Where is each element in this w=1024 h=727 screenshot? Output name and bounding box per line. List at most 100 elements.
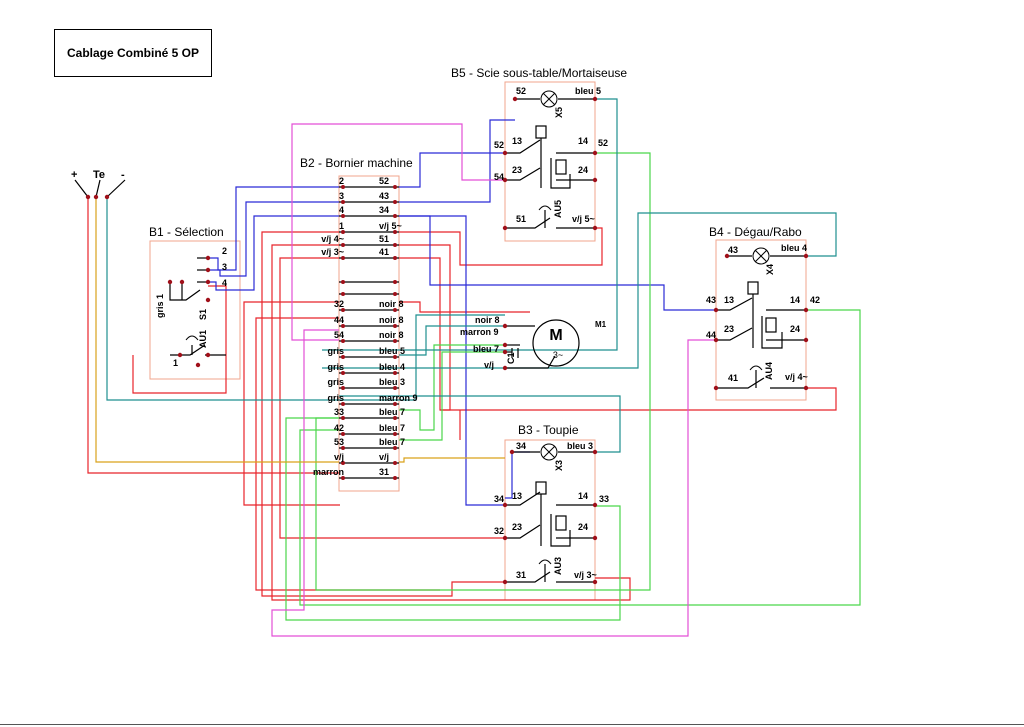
b2-left-label: gris bbox=[327, 346, 344, 356]
b2-outline bbox=[338, 175, 400, 492]
b2-left-label: 32 bbox=[334, 299, 344, 309]
b5-x5: X5 bbox=[554, 107, 564, 118]
b4-t14: 14 bbox=[790, 295, 800, 305]
b4-t44: 44 bbox=[706, 330, 716, 340]
page-bottom-border bbox=[0, 724, 1024, 725]
b5-outline bbox=[504, 81, 596, 242]
b5-t52r: 52 bbox=[598, 138, 608, 148]
b4-vj4: v/j 4~ bbox=[785, 372, 808, 382]
b4-bleu4: bleu 4 bbox=[781, 243, 807, 253]
lamp-x3-icon bbox=[540, 443, 558, 461]
motor-wire-vj: v/j bbox=[484, 360, 494, 370]
b1-t2: 2 bbox=[222, 246, 227, 256]
b2-left-label: v/j 4~ bbox=[321, 234, 344, 244]
b5-t13: 13 bbox=[512, 136, 522, 146]
motor-wire-marron9: marron 9 bbox=[460, 327, 499, 337]
b5-au5: AU5 bbox=[553, 200, 563, 218]
b4-t24: 24 bbox=[790, 324, 800, 334]
au4-icon bbox=[749, 365, 763, 371]
magenta-wires bbox=[271, 123, 716, 637]
b2-right-label: bleu 7 bbox=[379, 407, 405, 417]
b1-t4: 4 bbox=[222, 278, 227, 288]
green-wires bbox=[285, 152, 861, 621]
diagram-title: Cablage Combiné 5 OP bbox=[54, 29, 212, 77]
b5-title: B5 - Scie sous-table/Mortaiseuse bbox=[451, 66, 627, 80]
b2-left-label: gris bbox=[327, 393, 344, 403]
motor-m1: M 3~ M1 bbox=[532, 319, 607, 367]
b1-title: B1 - Sélection bbox=[149, 225, 224, 239]
b2-left-label: gris bbox=[327, 362, 344, 372]
b4-t41: 41 bbox=[728, 373, 738, 383]
b2-right-label: bleu 5 bbox=[379, 346, 405, 356]
b3-t33: 33 bbox=[599, 494, 609, 504]
motor-capacitor-c1: C1 bbox=[506, 352, 516, 364]
b2-left-label: 4 bbox=[339, 205, 344, 215]
b4-t13: 13 bbox=[724, 295, 734, 305]
b1-au1: AU1 bbox=[198, 330, 208, 348]
emergency-stops bbox=[185, 205, 763, 565]
b2-left-label: 2 bbox=[339, 176, 344, 186]
b2-left-label: 33 bbox=[334, 407, 344, 417]
b1-t1: 1 bbox=[173, 358, 178, 368]
b2-title: B2 - Bornier machine bbox=[300, 156, 413, 170]
b1-gris1: gris 1 bbox=[155, 294, 165, 318]
b5-t51: 51 bbox=[516, 214, 526, 224]
b2-right-label: bleu 3 bbox=[379, 377, 405, 387]
b2-left-label: 44 bbox=[334, 315, 344, 325]
motor-icon bbox=[532, 319, 580, 367]
motor-symbol: M bbox=[549, 327, 562, 344]
b3-t24: 24 bbox=[578, 522, 588, 532]
lamp-x4-icon bbox=[752, 247, 770, 265]
b2-right-label: 51 bbox=[379, 234, 389, 244]
b2-left-label: 42 bbox=[334, 423, 344, 433]
au3-icon bbox=[538, 559, 552, 565]
b5-t52a: 52 bbox=[516, 86, 526, 96]
terminal-dots bbox=[85, 96, 809, 585]
b3-t32: 32 bbox=[494, 526, 504, 536]
b2-left-label: 54 bbox=[334, 330, 344, 340]
b2-right-label: 41 bbox=[379, 247, 389, 257]
b2-right-label: marron 9 bbox=[379, 393, 418, 403]
b2-right-label: 31 bbox=[379, 467, 389, 477]
b2-right-label: v/j 5~ bbox=[379, 221, 402, 231]
b2-left-label: gris bbox=[327, 377, 344, 387]
wires bbox=[74, 98, 861, 637]
b4-outline bbox=[715, 239, 807, 401]
b4-t23: 23 bbox=[724, 324, 734, 334]
b2-right-label: 34 bbox=[379, 205, 389, 215]
b2-right-label: bleu 4 bbox=[379, 362, 405, 372]
au5-icon bbox=[538, 205, 552, 211]
motor-name: M1 bbox=[595, 320, 607, 329]
b2-right-label: noir 8 bbox=[379, 299, 404, 309]
b5-t24: 24 bbox=[578, 165, 588, 175]
b5-vj5: v/j 5~ bbox=[572, 214, 595, 224]
b3-t14: 14 bbox=[578, 491, 588, 501]
b2-left-label: v/j bbox=[334, 452, 344, 462]
b2-right-label: bleu 7 bbox=[379, 437, 405, 447]
b2-right-label: noir 8 bbox=[379, 315, 404, 325]
b4-x4: X4 bbox=[765, 264, 775, 275]
b2-left-label: 3 bbox=[339, 191, 344, 201]
motor-wire-noir8: noir 8 bbox=[475, 315, 500, 325]
b3-t34a: 34 bbox=[516, 441, 526, 451]
b4-t43a: 43 bbox=[728, 245, 738, 255]
b5-t54: 54 bbox=[494, 172, 504, 182]
b1-t3: 3 bbox=[222, 262, 227, 272]
motor-phase: 3~ bbox=[553, 350, 563, 360]
b1-outline bbox=[149, 240, 241, 380]
b4-t42: 42 bbox=[810, 295, 820, 305]
b2-right-label: 43 bbox=[379, 191, 389, 201]
b2-left-label: v/j 3~ bbox=[321, 247, 344, 257]
b5-t23: 23 bbox=[512, 165, 522, 175]
lamps bbox=[540, 90, 770, 461]
black-wires bbox=[74, 98, 806, 583]
b2-right-label: 52 bbox=[379, 176, 389, 186]
au1-icon bbox=[185, 335, 199, 341]
block-outlines bbox=[149, 81, 807, 601]
b2-right-label: noir 8 bbox=[379, 330, 404, 340]
orange-wires bbox=[95, 197, 505, 463]
teal-wires bbox=[106, 98, 837, 453]
b4-t43l: 43 bbox=[706, 295, 716, 305]
b3-vj3: v/j 3~ bbox=[574, 570, 597, 580]
